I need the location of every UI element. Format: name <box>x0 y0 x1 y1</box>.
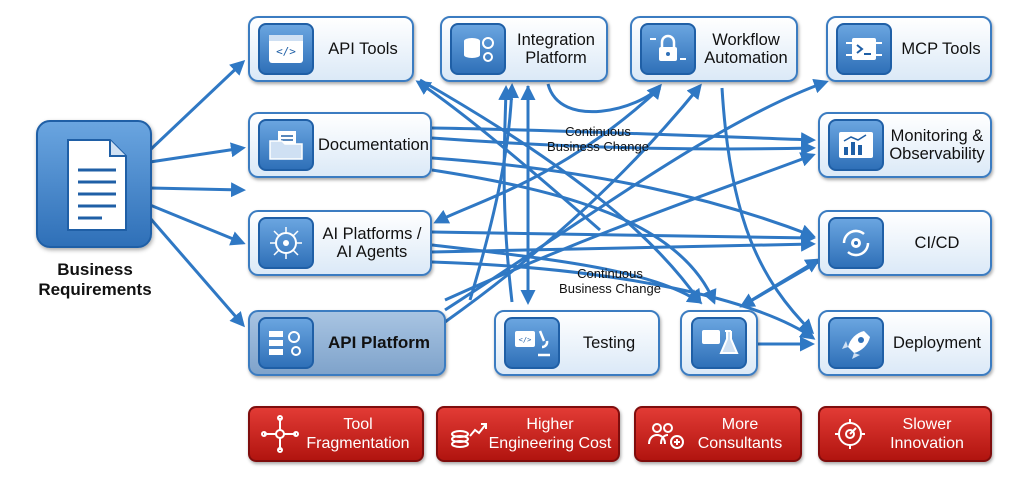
arrow-ai-up-to-apitools <box>415 80 601 232</box>
arrow-workflow-to-deployment <box>720 87 815 335</box>
fragment-network-icon <box>261 415 299 453</box>
code-window-icon: </> <box>258 23 314 75</box>
problem-higher-engineering-cost: Higher Engineering Cost <box>436 406 620 462</box>
problem-tool-fragmentation: Tool Fragmentation <box>248 406 424 462</box>
node-workflow-automation[interactable]: Workflow Automation <box>630 16 798 82</box>
arrow-docs-to-testing <box>431 168 717 305</box>
node-label: Monitoring & Observability <box>889 127 985 163</box>
node-integration-platform[interactable]: Integration Platform <box>440 16 608 82</box>
arrow-source-to-ai-platforms <box>149 203 246 246</box>
arrow-ai-to-cicd-2 <box>431 236 816 254</box>
folder-document-icon <box>258 119 314 171</box>
node-ai-platforms[interactable]: AI Platforms / AI Agents <box>248 210 432 276</box>
people-plus-icon <box>648 423 684 449</box>
node-label: AI Platforms / AI Agents <box>322 225 422 261</box>
problem-label: Tool Fragmentation <box>306 416 410 452</box>
problem-label: More Consultants <box>697 416 783 452</box>
coins-chart-icon <box>451 423 487 448</box>
node-label: Deployment <box>892 334 982 352</box>
chart-dashboard-icon <box>828 119 884 171</box>
svg-text:</>: </> <box>519 336 532 344</box>
node-label: Integration Platform <box>517 31 595 67</box>
database-gears-icon <box>450 23 506 75</box>
node-label: MCP Tools <box>901 40 981 58</box>
node-documentation[interactable]: Documentation <box>248 112 432 178</box>
arrow-testing-up-to-integration <box>498 85 514 303</box>
arrow-source-to-middle <box>149 182 246 198</box>
arrow-lab-to-cicd <box>741 258 821 308</box>
arrow-platform-to-monitoring <box>444 152 816 302</box>
node-mcp-tools[interactable]: MCP Tools <box>826 16 992 82</box>
node-api-tools[interactable]: </> API Tools <box>248 16 414 82</box>
node-label: Workflow Automation <box>704 31 788 67</box>
arrow-apitools-web <box>419 78 702 305</box>
annotation-continuous-change-1: Continuous Business Change <box>547 124 649 154</box>
business-requirements-icon <box>36 120 152 248</box>
svg-text:</>: </> <box>276 45 296 58</box>
node-test-lab[interactable] <box>680 310 758 376</box>
node-label: API Platform <box>327 333 431 352</box>
arrow-source-to-documentation <box>149 142 246 164</box>
problem-label: Higher Engineering Cost <box>488 416 612 452</box>
annotation-continuous-change-2: Continuous Business Change <box>559 266 661 296</box>
node-testing[interactable]: </> Testing <box>494 310 660 376</box>
lock-circuit-icon <box>640 23 696 75</box>
arrow-source-to-api-tools <box>148 59 246 152</box>
slow-gear-icon <box>835 419 865 449</box>
problem-more-consultants: More Consultants <box>634 406 802 462</box>
node-label: Documentation <box>318 136 429 154</box>
node-monitoring[interactable]: Monitoring & Observability <box>818 112 992 178</box>
node-cicd[interactable]: CI/CD <box>818 210 992 276</box>
problem-slower-innovation: Slower Innovation <box>818 406 992 462</box>
arrow-docs-to-monitoring-1 <box>431 126 816 148</box>
rocket-icon <box>828 317 884 369</box>
arrow-ai-to-testing <box>431 243 703 304</box>
arrow-platform-to-workflow <box>444 83 702 324</box>
cycle-gear-icon <box>828 217 884 269</box>
neural-brain-icon <box>258 217 314 269</box>
problem-label: Slower Innovation <box>890 416 964 452</box>
arrow-docs-to-cicd <box>431 156 816 239</box>
flask-code-icon <box>691 317 747 369</box>
arrow-ai-to-integration <box>468 83 520 301</box>
node-deployment[interactable]: Deployment <box>818 310 992 376</box>
arrow-ai-to-cicd-1 <box>431 230 816 246</box>
arrow-integration-to-workflow <box>546 83 662 114</box>
business-requirements-label: Business Requirements <box>38 260 152 299</box>
node-api-platform[interactable]: API Platform <box>248 310 446 376</box>
node-label: Testing <box>582 334 636 352</box>
server-gears-icon <box>258 317 314 369</box>
node-label: CI/CD <box>914 234 960 252</box>
arrow-platform-to-mcp <box>444 78 829 312</box>
microscope-screen-icon: </> <box>504 317 560 369</box>
terminal-chip-icon <box>836 23 892 75</box>
arrow-source-to-api-platform <box>148 217 245 328</box>
node-label: API Tools <box>328 40 398 58</box>
